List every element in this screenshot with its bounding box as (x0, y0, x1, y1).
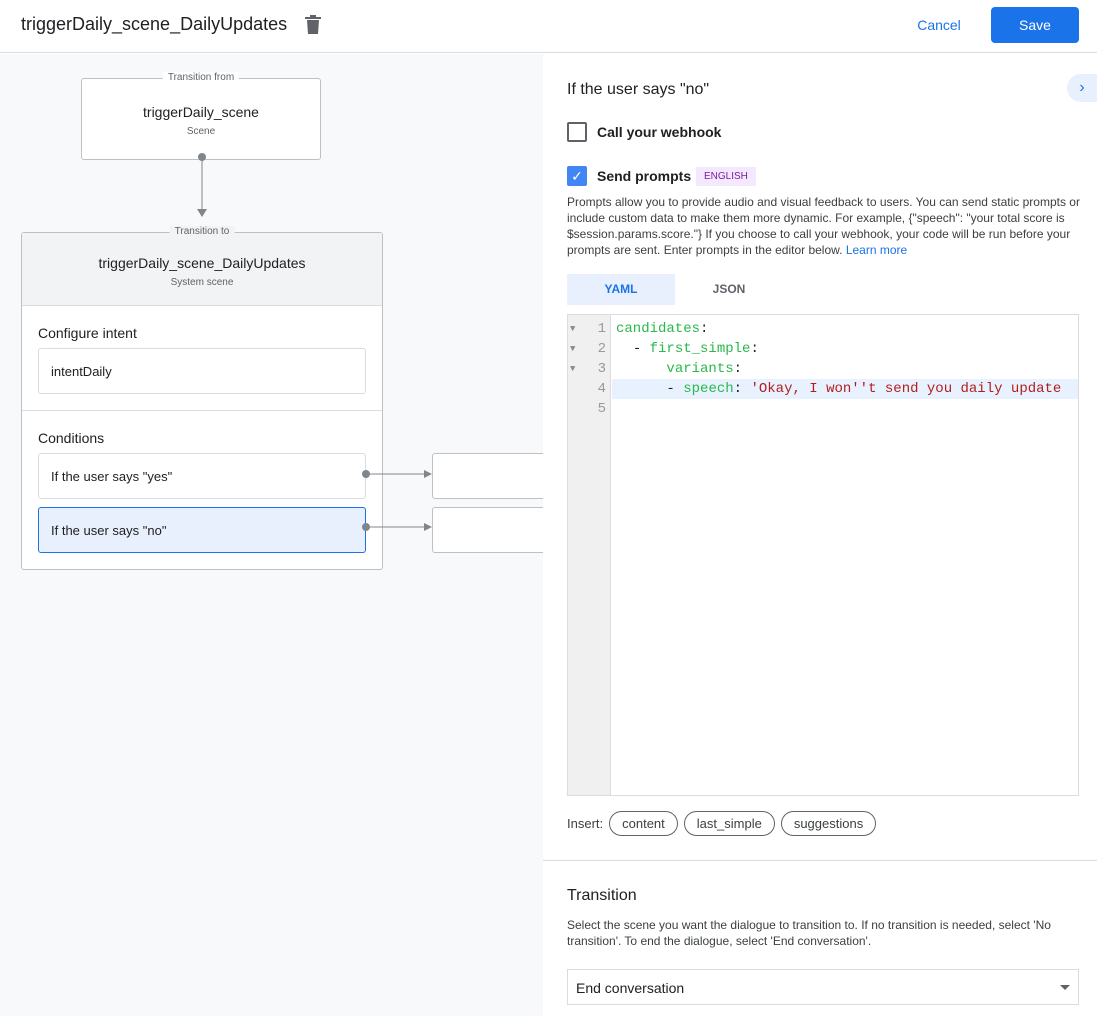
cancel-button[interactable]: Cancel (903, 8, 975, 42)
dropdown-arrow-icon (1060, 985, 1070, 995)
line-number: 3 (597, 361, 606, 377)
header: triggerDaily_scene_DailyUpdates Cancel S… (0, 0, 1097, 53)
tab-json[interactable]: JSON (712, 282, 746, 296)
prompts-label: Send prompts (597, 168, 692, 184)
node-label: Transition from (162, 72, 240, 83)
insert-content-chip[interactable]: content (609, 811, 678, 836)
webhook-checkbox[interactable] (567, 122, 587, 142)
intent-item[interactable]: intentDaily (38, 348, 366, 394)
insert-last-simple-chip[interactable]: last_simple (683, 811, 775, 836)
chevron-right-icon[interactable]: › (1067, 74, 1097, 102)
condition-connectors (362, 470, 432, 531)
insert-label: Insert: (567, 816, 604, 831)
scene-name: triggerDaily_scene_DailyUpdates (98, 255, 306, 271)
transition-to-node: Transition to triggerDaily_scene_DailyUp… (21, 226, 383, 570)
target-node-yes[interactable] (432, 453, 543, 499)
save-button[interactable]: Save (991, 7, 1079, 43)
prompts-checkbox[interactable]: ✓ (567, 166, 587, 186)
line-number: 2 (597, 341, 606, 357)
condition-yes[interactable]: If the user says "yes" (38, 453, 366, 499)
code-line: 4 - speech: 'Okay, I won''t send you dai… (598, 379, 1078, 399)
node-label: Transition to (169, 226, 235, 237)
webhook-label: Call your webhook (597, 124, 722, 140)
code-line: ▼2 - first_simple: (570, 341, 759, 357)
scene-canvas: Transition from triggerDaily_scene Scene… (0, 54, 543, 1016)
code-line: ▼3 variants: (570, 361, 743, 377)
line-number: 1 (597, 321, 606, 337)
transition-heading: Transition (567, 887, 637, 904)
trash-icon[interactable] (305, 15, 321, 34)
scene-name: triggerDaily_scene (143, 104, 259, 120)
condition-no[interactable]: If the user says "no" (38, 507, 366, 553)
line-number: 5 (597, 401, 606, 417)
insert-suggestions-chip[interactable]: suggestions (780, 811, 877, 836)
tab-yaml[interactable]: YAML (567, 274, 675, 305)
language-badge: ENGLISH (696, 167, 756, 186)
prompts-description: Prompts allow you to provide audio and v… (567, 195, 1080, 257)
learn-more-link[interactable]: Learn more (845, 243, 908, 257)
page-title: triggerDaily_scene_DailyUpdates (21, 14, 288, 34)
scene-type: System scene (170, 277, 234, 288)
conditions-heading: Conditions (38, 430, 105, 446)
panel-heading: If the user says "no" (567, 81, 710, 98)
transition-description: Select the scene you want the dialogue t… (567, 918, 1051, 948)
transition-from-node[interactable]: Transition from triggerDaily_scene Scene (81, 72, 321, 160)
target-node-no[interactable] (432, 507, 543, 553)
code-line: 5 (568, 399, 1078, 419)
scene-type: Scene (186, 126, 216, 137)
transition-select[interactable]: End conversation (567, 969, 1079, 1005)
line-number: 4 (597, 381, 606, 397)
connector-arrow (197, 153, 207, 217)
intent-heading: Configure intent (38, 325, 137, 341)
transition-selected: End conversation (576, 980, 685, 996)
condition-panel: › If the user says "no" Call your webhoo… (543, 54, 1097, 1016)
